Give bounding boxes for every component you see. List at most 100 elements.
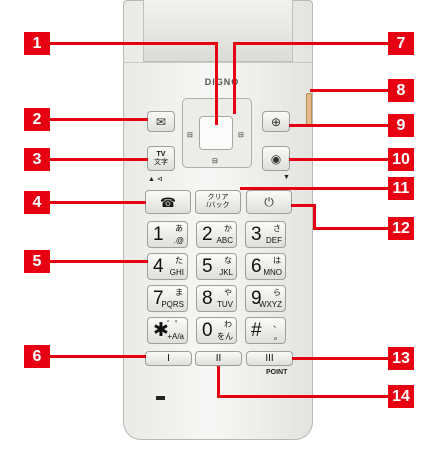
key-letters: WXYZ — [258, 300, 282, 309]
side-key[interactable] — [306, 93, 312, 127]
microphone — [156, 396, 165, 400]
leader-6 — [50, 355, 146, 358]
key-digit: # — [251, 320, 262, 341]
tv-icon: TV — [156, 150, 166, 158]
nav-right-icon: ⊟ — [238, 132, 244, 139]
leader-13 — [292, 357, 389, 360]
globe-icon: ⊕ — [270, 114, 282, 129]
key-3[interactable]: 3 さ DEF — [245, 221, 286, 248]
callout-3: 3 — [24, 148, 50, 171]
hinge — [143, 0, 293, 62]
key-letters: MNO — [263, 268, 282, 277]
leader-1-drop — [215, 42, 218, 125]
leader-2 — [50, 118, 148, 121]
key-kana: わ — [224, 320, 232, 329]
end-key[interactable]: ⏻ — [246, 190, 292, 214]
callout-8: 8 — [388, 79, 414, 102]
brand-logo: DIGNO — [204, 77, 240, 87]
mail-icon: ✉ — [155, 114, 167, 129]
leader-9 — [289, 124, 389, 127]
softkey-2[interactable]: II — [195, 351, 242, 366]
mail-key[interactable]: ✉ — [147, 111, 175, 132]
power-icon: ⏻ — [264, 195, 274, 209]
callout-13: 13 — [388, 347, 414, 370]
key-hash[interactable]: # 、。 — [245, 317, 286, 344]
key-9[interactable]: 9 ら WXYZ — [245, 285, 286, 312]
call-key[interactable]: ☎ — [145, 190, 191, 214]
softkey-3[interactable]: III — [246, 351, 293, 366]
key-kana: 、 — [273, 320, 281, 329]
key-letters: +A/a — [167, 332, 184, 341]
leader-14-drop — [217, 366, 220, 397]
key-letters: をん — [217, 332, 233, 341]
key-digit: 6 — [251, 256, 262, 277]
leader-5 — [50, 260, 148, 263]
callout-14: 14 — [388, 385, 414, 408]
leader-12-c — [313, 227, 389, 230]
callout-4: 4 — [24, 191, 50, 214]
softkey-1[interactable]: I — [145, 351, 192, 366]
leader-11 — [240, 187, 389, 190]
key-1[interactable]: 1 あ .@ — [147, 221, 188, 248]
key-0[interactable]: 0 わをん — [196, 317, 237, 344]
leader-8 — [310, 89, 389, 92]
leader-10 — [289, 158, 389, 161]
camera-icon: ◉ — [270, 151, 282, 166]
key-digit: 1 — [153, 224, 164, 245]
key-letters: 。 — [274, 332, 282, 341]
callout-2: 2 — [24, 108, 50, 131]
key-digit: 9 — [251, 288, 262, 309]
callout-1: 1 — [24, 32, 50, 55]
key-kana: ま — [175, 288, 183, 297]
key-kana: あ — [175, 224, 183, 233]
key-letters: .@ — [173, 236, 184, 245]
nav-left-icon: ⊟ — [187, 132, 193, 139]
down-arrow-icon: ▼ — [283, 174, 290, 181]
hinge-divider — [123, 62, 313, 63]
key-6[interactable]: 6 は MNO — [245, 253, 286, 280]
key-kana: ら — [273, 288, 281, 297]
key-digit: ✱ — [153, 320, 169, 341]
callout-11: 11 — [388, 177, 414, 200]
key-kana: ゛゜ — [167, 320, 183, 329]
key-kana: は — [273, 256, 281, 265]
key-kana: な — [224, 256, 232, 265]
memo-icon: ⊟ — [212, 158, 218, 165]
key-digit: 0 — [202, 320, 213, 341]
key-digit: 7 — [153, 288, 164, 309]
clear-back-key[interactable]: クリア /バック — [195, 190, 241, 214]
leader-14 — [217, 395, 389, 398]
key-5[interactable]: 5 な JKL — [196, 253, 237, 280]
leader-3 — [50, 158, 148, 161]
key-star[interactable]: ✱゛゜ +A/a — [147, 317, 188, 344]
key-letters: ABC — [216, 236, 233, 245]
camera-key[interactable]: ◉ — [262, 146, 290, 171]
browser-key[interactable]: ⊕ — [262, 111, 290, 132]
key-kana: や — [224, 288, 232, 297]
leader-4 — [50, 201, 146, 204]
key-kana: さ — [273, 224, 281, 233]
key-letters: DEF — [266, 236, 282, 245]
point-label: POINT — [266, 369, 288, 376]
key-letters: JKL — [219, 268, 233, 277]
leader-7-drop — [233, 42, 236, 114]
key-digit: 3 — [251, 224, 262, 245]
key-letters: TUV — [217, 300, 233, 309]
callout-6: 6 — [24, 345, 50, 368]
callout-5: 5 — [24, 250, 50, 273]
leader-12-a — [291, 204, 315, 207]
leader-12-b — [313, 204, 316, 229]
callout-10: 10 — [388, 148, 414, 171]
tv-text-label: 文字 — [154, 158, 168, 166]
callout-12: 12 — [388, 217, 414, 240]
key-digit: 5 — [202, 256, 213, 277]
key-kana: か — [224, 224, 232, 233]
callout-7: 7 — [388, 32, 414, 55]
tv-key[interactable]: TV 文字 — [147, 146, 175, 171]
manner-mode-label: ▲ ⊲ — [148, 176, 163, 183]
